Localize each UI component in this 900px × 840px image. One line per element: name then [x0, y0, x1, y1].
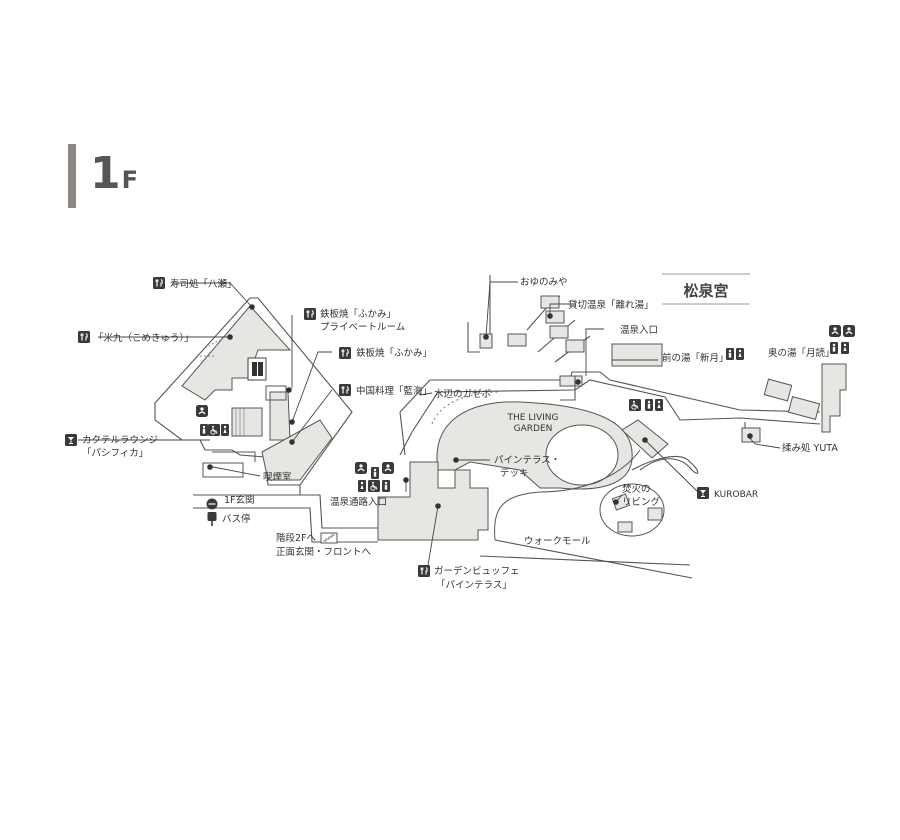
location-dots [207, 304, 753, 509]
floor-number: 1 [90, 148, 121, 199]
wheelchair-icon [207, 423, 221, 437]
garden-pond [545, 424, 619, 486]
label-spa-entrance: 温泉入口 [620, 324, 658, 336]
baby-care-icon [195, 404, 209, 418]
label-massage: 揉み処 YUTA [782, 442, 838, 454]
west-wing [154, 297, 353, 486]
east-facilities-icons [628, 324, 856, 412]
restaurant-icon [152, 276, 166, 290]
wheelchair-icon [628, 398, 642, 412]
bonfire-area [599, 483, 665, 537]
label-gazebo: 水辺のガゼボ [434, 388, 492, 400]
corridor-facilities-icons [354, 461, 395, 493]
label-mae-bath: 前の湯「新月」 [662, 352, 729, 364]
label-teppan-private-room: プライベートルーム [320, 322, 405, 333]
label-living-garden-1: THE LIVING [507, 413, 559, 423]
teppan-area [269, 391, 291, 441]
label-smoking: 喫煙室 [263, 471, 292, 483]
garden-buffet-building [377, 461, 489, 541]
restaurant-icon [303, 307, 317, 321]
living-garden [431, 391, 641, 541]
restroom-icon [382, 480, 390, 492]
west-wing-inner [181, 305, 292, 401]
bus-stop-icon [206, 498, 218, 526]
east-wing [467, 275, 847, 443]
baby-care-icon [381, 461, 395, 475]
floor-label: 1F [90, 148, 138, 199]
restroom-icon [841, 342, 849, 354]
restaurant-icon [77, 330, 91, 344]
label-oyunomiya: おゆのみや [520, 277, 568, 288]
label-bonfire-living: リビング [622, 496, 661, 508]
map-labels: 寿司処「八瀬」 鉄板焼「ふかみ」 プライベートルーム 「米九（こめきゅう）」 鉄… [82, 277, 838, 591]
restroom-icon [736, 348, 744, 360]
restroom-icon [200, 424, 208, 436]
leader-lines [78, 281, 781, 566]
label-bonfire: 焚火の [622, 484, 651, 495]
label-buffet-name: 「パインテラス」 [436, 580, 512, 591]
restroom-icon [371, 467, 379, 479]
baby-care-icon [828, 324, 842, 338]
wheelchair-icon [367, 479, 381, 493]
label-teppan-private: 鉄板焼「ふかみ」 [320, 308, 396, 320]
label-stairs-2f: 階段2Fへ [276, 532, 317, 544]
label-sushi: 寿司処「八瀬」 [170, 278, 237, 290]
restaurant-icon [417, 564, 431, 578]
restroom-icon [221, 424, 229, 436]
teppan-room [261, 419, 333, 481]
cocktail-icon [64, 433, 78, 447]
label-pine-deck: パインテラス・ [494, 455, 560, 466]
floor-indicator-bar [68, 144, 76, 208]
label-front: 正面玄関・フロントへ [276, 546, 372, 558]
label-oku-bath: 奥の湯「月読」 [768, 347, 835, 359]
label-yonekyu: 「米九（こめきゅう）」 [94, 332, 194, 344]
floor-suffix: F [121, 166, 139, 194]
baby-care-icon [842, 324, 856, 338]
label-bus: バス停 [222, 513, 251, 525]
restroom-icon [655, 399, 663, 411]
label-buffet: ガーデンビュッフェ [434, 565, 520, 577]
label-cocktail-name: 「パシフィカ」 [82, 448, 148, 459]
restaurant-icon [338, 346, 352, 360]
label-spa-corridor: 温泉通路入口 [330, 496, 387, 508]
label-chinese: 中国料理「藍海」 [356, 385, 432, 397]
stairs-west [231, 407, 263, 437]
label-teppan: 鉄板焼「ふかみ」 [356, 347, 432, 359]
restroom-icon [645, 399, 653, 411]
wing-title: 松泉宮 [683, 282, 728, 300]
label-private-bath: 貸切温泉「離れ湯」 [568, 299, 654, 311]
label-cocktail: カクテルラウンジ [82, 435, 158, 446]
label-pine-deck-2: デッキ [500, 467, 529, 479]
baby-care-icon [354, 461, 368, 475]
restaurant-icon [338, 383, 352, 397]
restroom-icon [358, 480, 366, 492]
label-entrance-1f: 1F玄関 [224, 494, 255, 506]
label-living-garden-2: GARDEN [514, 424, 553, 434]
stairs-icon [320, 532, 338, 544]
cocktail-icon [696, 486, 710, 500]
label-walk-mall: ウォークモール [524, 536, 591, 547]
label-kurobar: KUROBAR [714, 490, 758, 500]
west-facilities-icons [195, 404, 229, 437]
